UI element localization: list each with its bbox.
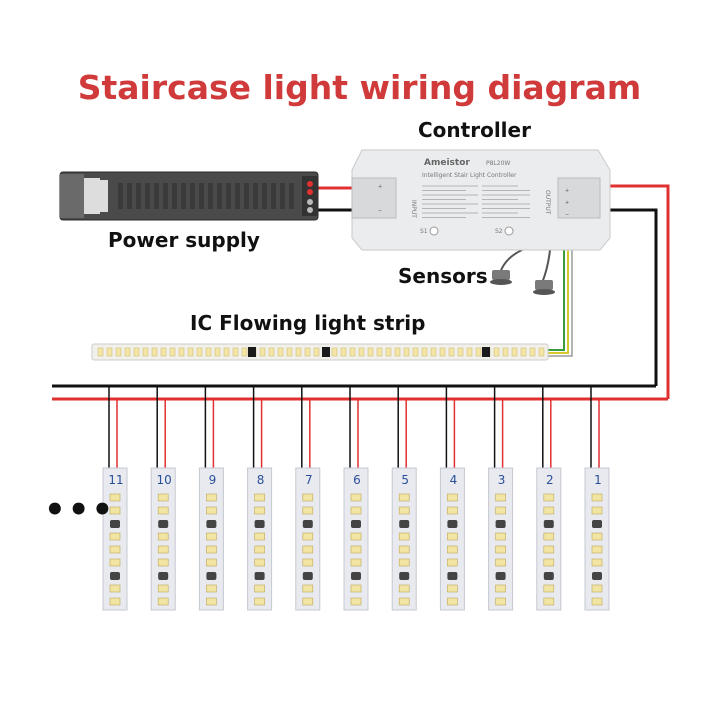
sensor-right xyxy=(533,280,555,295)
step-strip-11: 11 xyxy=(102,467,128,611)
step-strip-4: 4 xyxy=(439,467,465,611)
strip-number-4: 4 xyxy=(450,473,458,487)
step-strip-6: 6 xyxy=(343,467,369,611)
sensor-wire-1 xyxy=(499,249,523,274)
svg-text:+: + xyxy=(565,188,569,194)
page-title: Staircase light wiring diagram xyxy=(77,68,642,107)
step-strip-9: 9 xyxy=(198,467,224,611)
strip-number-8: 8 xyxy=(257,473,265,487)
step-strip-7: 7 xyxy=(295,467,321,611)
strip-number-7: 7 xyxy=(305,473,313,487)
controller-out-black xyxy=(600,208,658,386)
strip-number-2: 2 xyxy=(546,473,554,487)
more-steps-ellipsis: ••• xyxy=(44,490,116,530)
strip-number-1: 1 xyxy=(594,473,602,487)
step-strip-8: 8 xyxy=(247,467,273,611)
svg-text:−: − xyxy=(565,212,569,218)
s1-button xyxy=(429,226,439,236)
strip-number-3: 3 xyxy=(498,473,506,487)
controller-out-red xyxy=(600,184,670,399)
step-strips: 11 10 9 8 7 6 5 4 3 2 1 xyxy=(102,467,610,611)
step-strip-2: 2 xyxy=(536,467,562,611)
step-strip-5: 5 xyxy=(391,467,417,611)
data-wire-green xyxy=(546,250,565,351)
s1-label: S1 xyxy=(420,228,428,235)
strip-number-10: 10 xyxy=(157,473,172,487)
step-drops xyxy=(108,386,600,468)
power-supply xyxy=(59,171,319,221)
strip-number-6: 6 xyxy=(353,473,361,487)
step-strip-1: 1 xyxy=(584,467,610,611)
ic-flowing-strip xyxy=(91,343,549,361)
strip-number-11: 11 xyxy=(108,473,123,487)
power-supply-label: Power supply xyxy=(108,228,260,252)
controller-output-text: OUTPUT xyxy=(544,190,551,215)
sensors-label: Sensors xyxy=(398,264,488,288)
s2-label: S2 xyxy=(495,228,503,235)
step-strip-3: 3 xyxy=(488,467,514,611)
svg-text:+: + xyxy=(565,200,569,206)
ic-strip-label: IC Flowing light strip xyxy=(190,311,426,335)
data-wire-yellow xyxy=(546,250,569,354)
step-strip-10: 10 xyxy=(150,467,176,611)
controller-subtitle: Intelligent Stair Light Controller xyxy=(422,172,517,179)
data-wire-white xyxy=(546,250,573,357)
svg-text:+: + xyxy=(378,184,382,190)
controller-input-text: INPUT xyxy=(410,200,417,218)
s2-button xyxy=(504,226,514,236)
controller-brand: Ameistor xyxy=(424,158,470,168)
strip-number-5: 5 xyxy=(401,473,409,487)
sensor-left xyxy=(490,270,512,285)
controller-label: Controller xyxy=(418,118,531,142)
controller-unit: + − + + − INPUT OUTPUT Ameistor P8L20W I… xyxy=(351,149,611,251)
strip-number-9: 9 xyxy=(209,473,217,487)
sensor-wire-2 xyxy=(541,249,551,284)
controller-model: P8L20W xyxy=(486,160,510,167)
svg-text:−: − xyxy=(378,208,382,214)
